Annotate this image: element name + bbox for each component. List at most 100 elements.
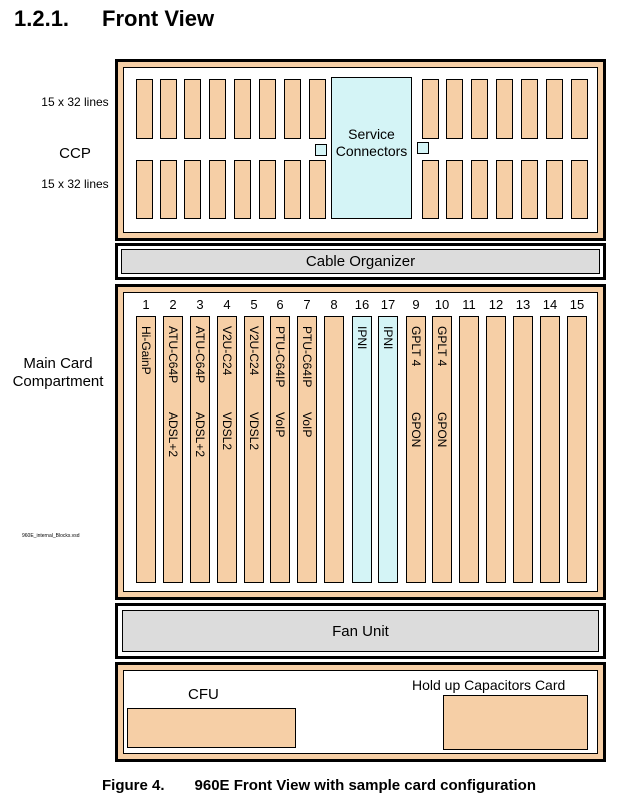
card-slot <box>540 316 560 583</box>
ccp-slot-bottom-14 <box>546 160 563 219</box>
ccp-slot-bottom-11 <box>471 160 488 219</box>
card-service-label: VDSL2 <box>247 412 261 451</box>
ccp-top-lines-label: 15 x 32 lines <box>41 95 109 109</box>
card-slot <box>270 316 290 583</box>
service-connectors-label: Service Connectors <box>335 126 408 159</box>
card-service-label: GPON <box>435 412 449 448</box>
ccp-slot-top-2 <box>160 79 177 139</box>
slot-number: 14 <box>542 297 558 312</box>
card-model-label: ATU-C64P <box>193 326 207 384</box>
card-service-label: VoIP <box>273 412 287 438</box>
ccp-slot-top-11 <box>471 79 488 139</box>
ccp-slot-bottom-3 <box>184 160 201 219</box>
card-model-label: Hi-GainP <box>139 326 153 375</box>
slot-number: 13 <box>515 297 531 312</box>
slot-number: 5 <box>250 297 258 312</box>
file-note: 960E_internal_Blocks.vsd <box>22 533 80 539</box>
holdup-capacitors-card <box>443 695 588 750</box>
slot-number: 9 <box>412 297 420 312</box>
ccp-slot-bottom-15 <box>571 160 588 219</box>
card-model-label: ATU-C64P <box>166 326 180 384</box>
slot-number: 3 <box>196 297 204 312</box>
card-model-label: GPLT 4 <box>409 326 423 367</box>
card-model-label: PTU-C64IP <box>273 326 287 388</box>
ccp-slot-bottom-7 <box>284 160 301 219</box>
slot-number: 7 <box>303 297 311 312</box>
card-slot <box>244 316 264 583</box>
ccp-slot-bottom-10 <box>446 160 463 219</box>
ccp-slot-bottom-13 <box>521 160 538 219</box>
ccp-slot-top-5 <box>234 79 251 139</box>
holdup-capacitors-label: Hold up Capacitors Card <box>412 677 566 693</box>
ccp-slot-bottom-6 <box>259 160 276 219</box>
card-service-label: GPON <box>409 412 423 448</box>
ccp-slot-top-14 <box>546 79 563 139</box>
card-slot <box>217 316 237 583</box>
card-model-label: IPNI <box>381 326 395 350</box>
ccp-slot-top-13 <box>521 79 538 139</box>
card-slot <box>297 316 317 583</box>
ccp-slot-top-6 <box>259 79 276 139</box>
card-slot <box>513 316 533 583</box>
card-model-label: V2U-C24 <box>220 326 234 376</box>
ccp-label: CCP <box>59 145 91 162</box>
card-slot <box>378 316 398 583</box>
card-service-label: ADSL+2 <box>166 412 180 458</box>
card-slot <box>324 316 344 583</box>
figure-caption: Figure 4.960E Front View with sample car… <box>0 777 638 794</box>
slot-number: 16 <box>354 297 370 312</box>
slot-number: 4 <box>223 297 231 312</box>
card-slot <box>163 316 183 583</box>
section-number: 1.2.1. <box>14 6 70 31</box>
section-heading: 1.2.1. Front View <box>14 6 214 32</box>
card-slot <box>432 316 452 583</box>
service-connector-right <box>417 142 429 154</box>
fan-unit: Fan Unit <box>115 603 606 659</box>
ccp-slot-bottom-2 <box>160 160 177 219</box>
slot-number: 17 <box>380 297 396 312</box>
card-model-label: GPLT 4 <box>435 326 449 367</box>
slot-number: 10 <box>434 297 450 312</box>
card-model-label: PTU-C64IP <box>300 326 314 388</box>
cable-organizer: Cable Organizer <box>115 243 606 280</box>
card-slot <box>406 316 426 583</box>
card-service-label: VDSL2 <box>220 412 234 451</box>
ccp-slot-top-12 <box>496 79 513 139</box>
ccp-slot-top-8 <box>309 79 326 139</box>
cable-organizer-label: Cable Organizer <box>121 249 600 274</box>
section-title: Front View <box>102 6 215 31</box>
slot-number: 1 <box>142 297 150 312</box>
cfu-card <box>127 708 296 748</box>
card-slot <box>459 316 479 583</box>
card-service-label: ADSL+2 <box>193 412 207 458</box>
card-model-label: IPNI <box>355 326 369 350</box>
fan-unit-label: Fan Unit <box>122 610 599 652</box>
ccp-slot-top-7 <box>284 79 301 139</box>
card-slot <box>352 316 372 583</box>
service-connector-left <box>315 144 327 156</box>
ccp-slot-bottom-4 <box>209 160 226 219</box>
cfu-label: CFU <box>188 686 219 703</box>
ccp-slot-bottom-9 <box>422 160 439 219</box>
slot-number: 8 <box>330 297 338 312</box>
card-slot <box>486 316 506 583</box>
ccp-bottom-lines-label: 15 x 32 lines <box>41 177 109 191</box>
service-connectors-panel <box>331 77 412 219</box>
slot-number: 6 <box>276 297 284 312</box>
ccp-slot-top-9 <box>422 79 439 139</box>
card-slot <box>136 316 156 583</box>
card-model-label: V2U-C24 <box>247 326 261 376</box>
ccp-slot-bottom-1 <box>136 160 153 219</box>
ccp-slot-top-10 <box>446 79 463 139</box>
card-slot <box>567 316 587 583</box>
card-service-label: VoIP <box>300 412 314 438</box>
slot-number: 15 <box>569 297 585 312</box>
ccp-slot-top-15 <box>571 79 588 139</box>
slot-number: 2 <box>169 297 177 312</box>
ccp-slot-top-3 <box>184 79 201 139</box>
slot-number: 11 <box>462 297 476 312</box>
card-slot <box>190 316 210 583</box>
ccp-slot-bottom-8 <box>309 160 326 219</box>
ccp-slot-top-1 <box>136 79 153 139</box>
ccp-slot-top-4 <box>209 79 226 139</box>
